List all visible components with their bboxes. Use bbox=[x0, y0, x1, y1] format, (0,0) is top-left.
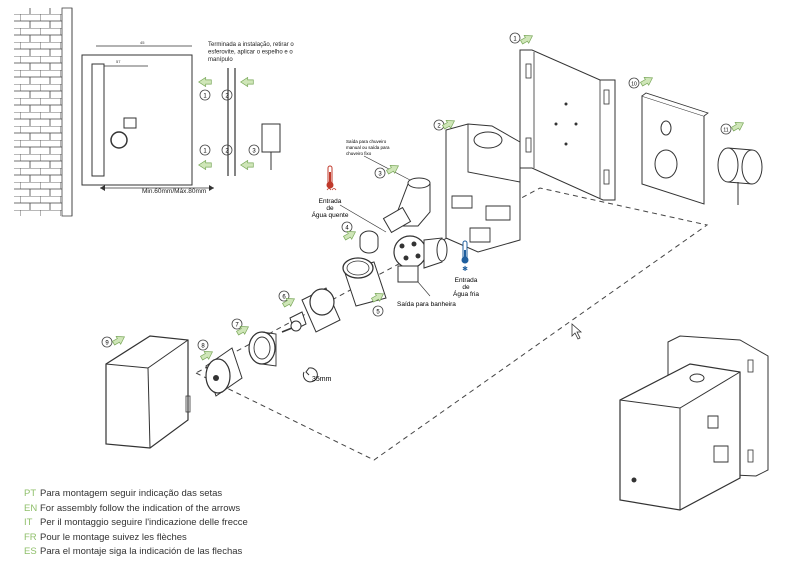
svg-text:8: 8 bbox=[201, 344, 205, 350]
legend-text: Pour le montage suivez les flèches bbox=[40, 531, 187, 543]
mouse-cursor-icon bbox=[571, 323, 583, 340]
wrench-size-label: 35mm bbox=[312, 376, 332, 383]
handle-knob bbox=[717, 147, 763, 205]
legend-code: ES bbox=[24, 546, 37, 557]
svg-text:7: 7 bbox=[235, 323, 239, 329]
legend-text: Per il montaggio seguire l'indicazione d… bbox=[40, 517, 248, 528]
mounting-plate bbox=[519, 49, 616, 201]
legend-code: PT bbox=[24, 488, 37, 499]
bath-outlet-label: Saída para banheira bbox=[397, 301, 456, 308]
cartridge bbox=[281, 287, 341, 333]
step-10-badge: 10 bbox=[628, 73, 656, 89]
cold-water-icon: ✱ bbox=[461, 240, 469, 273]
cover-plate bbox=[641, 92, 709, 205]
svg-text:11: 11 bbox=[723, 128, 728, 134]
svg-text:2: 2 bbox=[225, 149, 229, 155]
shower-outlet-label-1: Saída para chuveiro bbox=[346, 139, 387, 144]
hot-inlet-label-2: de bbox=[326, 205, 334, 212]
svg-text:1: 1 bbox=[203, 94, 207, 100]
cap-piece bbox=[359, 230, 379, 254]
legend-text: Para montagem seguir indicação das setas bbox=[40, 488, 223, 499]
svg-text:1: 1 bbox=[203, 149, 207, 155]
svg-text:10: 10 bbox=[631, 82, 637, 88]
legend-row-fr: FR Pour le montage suivez les flèches bbox=[24, 532, 444, 547]
legend-text: For assembly follow the indication of th… bbox=[40, 502, 241, 514]
svg-text:3: 3 bbox=[378, 172, 382, 178]
legend-code: IT bbox=[24, 517, 33, 528]
svg-text:6: 6 bbox=[282, 295, 286, 301]
assembled-unit bbox=[619, 335, 769, 511]
step-7-badge: 7 bbox=[231, 318, 252, 338]
hot-inlet-label-1: Entrada bbox=[319, 198, 342, 205]
support-frame bbox=[445, 123, 521, 253]
assembly-path bbox=[195, 187, 709, 461]
wrench-icon bbox=[302, 367, 318, 383]
svg-text:5: 5 bbox=[376, 310, 380, 316]
svg-text:4: 4 bbox=[345, 226, 349, 232]
dimension-label: Min.60mm/Máx.80mm bbox=[142, 188, 206, 195]
step-4-badge: 4 bbox=[341, 221, 359, 243]
installation-note: Terminada a instalação, retirar o esferov… bbox=[208, 42, 294, 63]
installation-note-line: manípulo bbox=[208, 57, 233, 63]
step-5-badge: 5 bbox=[369, 289, 387, 317]
legend-row-en: EN For assembly follow the indication of… bbox=[24, 503, 444, 518]
svg-text:1: 1 bbox=[513, 37, 517, 43]
installation-note-line: esferovite, aplicar o espelho e o bbox=[208, 50, 293, 56]
legend-row-pt: PT Para montagem seguir indicação das se… bbox=[24, 488, 444, 503]
protective-box bbox=[105, 335, 191, 449]
legend-text: Para el montaje siga la indicación de la… bbox=[40, 546, 243, 557]
hot-inlet-label-3: Água quente bbox=[312, 210, 349, 219]
valve-port-icon bbox=[110, 131, 128, 149]
svg-text:45: 45 bbox=[140, 40, 145, 45]
extension-sleeve bbox=[205, 347, 243, 397]
valve-body bbox=[382, 177, 448, 283]
svg-text:9: 9 bbox=[105, 341, 109, 347]
step-badges: 1 2 3 4 5 6 7 8 9 10 11 bbox=[101, 31, 747, 363]
hot-water-icon bbox=[326, 165, 337, 191]
assembly-legend: PT Para montagem seguir indicação das se… bbox=[24, 488, 444, 561]
legend-row-it: IT Per il montaggio seguire l'indicazion… bbox=[24, 517, 444, 532]
legend-code: EN bbox=[24, 502, 38, 514]
svg-text:2: 2 bbox=[225, 94, 229, 100]
threaded-sleeve bbox=[342, 257, 387, 307]
legend-row-es: ES Para el montaje siga la indicación de… bbox=[24, 546, 444, 561]
cold-inlet-label-3: Água fria bbox=[453, 289, 479, 298]
svg-text:✱: ✱ bbox=[462, 265, 468, 273]
shower-outlet-label-3: chuveiro fixo bbox=[346, 151, 372, 156]
step-8-badge: 8 bbox=[197, 339, 216, 363]
installation-note-line: Terminada a instalação, retirar o bbox=[208, 42, 294, 48]
step-2-badge: 2 bbox=[433, 116, 458, 132]
step-3-badge: 3 bbox=[374, 161, 402, 179]
step-1-badge: 1 bbox=[509, 31, 536, 47]
lock-nut bbox=[248, 331, 277, 367]
svg-text:57: 57 bbox=[116, 59, 121, 64]
cold-inlet-label-2: de bbox=[462, 284, 470, 291]
wall-detail: 45 57 Min.60mm/Máx.80mm Terminada a inst… bbox=[14, 7, 294, 217]
step-11-badge: 11 bbox=[720, 118, 747, 135]
cold-inlet-label-1: Entrada bbox=[455, 277, 478, 284]
step-9-badge: 9 bbox=[101, 332, 128, 348]
legend-code: FR bbox=[24, 531, 37, 543]
svg-text:3: 3 bbox=[252, 149, 256, 155]
svg-text:2: 2 bbox=[437, 124, 441, 130]
shower-outlet-label-2: manual ou saída para bbox=[346, 145, 390, 150]
brick-wall bbox=[14, 8, 62, 216]
step-6-badge: 6 bbox=[278, 290, 298, 310]
